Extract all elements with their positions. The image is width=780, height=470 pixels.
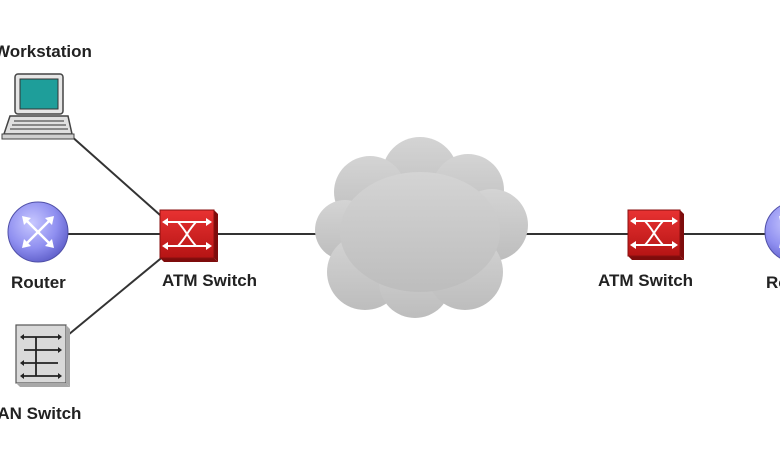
link-lanswitch-atm — [67, 254, 166, 336]
link-workstation-atm — [69, 134, 161, 216]
lan-switch-label: LAN Switch — [0, 404, 81, 423]
network-cloud-icon — [315, 137, 528, 318]
router-icon — [7, 201, 69, 263]
workstation-icon — [1, 73, 75, 140]
lan-switch-icon — [15, 324, 70, 387]
router-right-label: Router — [766, 273, 780, 292]
atm-switch-icon — [627, 209, 684, 260]
atm-switch-left-label: ATM Switch — [162, 271, 257, 290]
router-icon — [764, 205, 780, 259]
atm-switch-right-label: ATM Switch — [598, 271, 693, 290]
workstation-label: Workstation — [0, 42, 92, 61]
atm-switch-icon — [159, 209, 218, 262]
connection-lines — [67, 134, 768, 336]
router-left-label: Router — [11, 273, 66, 292]
